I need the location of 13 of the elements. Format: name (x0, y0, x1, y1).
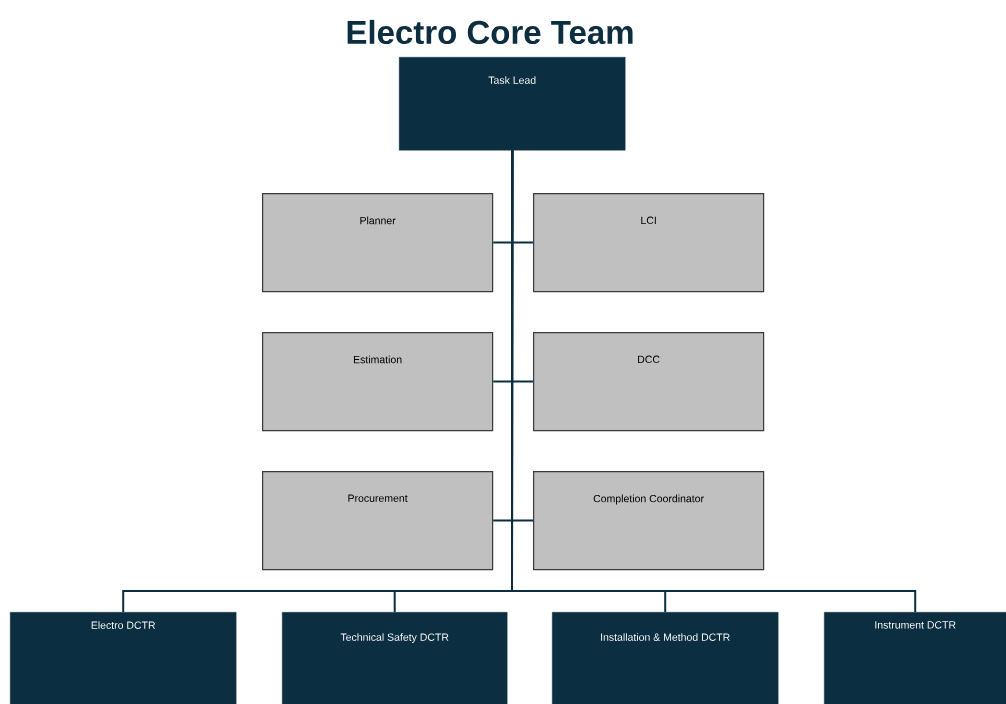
role-box: DCC (533, 332, 765, 432)
role-box: Task Lead (399, 57, 626, 151)
role-box: Installation & Method DCTR (552, 612, 779, 704)
role-box: Estimation (262, 332, 494, 432)
connector-line (511, 149, 917, 613)
title: Electro Core Team (347, 19, 633, 45)
role-box: Planner (262, 193, 494, 293)
role-box: Electro DCTR (10, 612, 237, 704)
role-box: Technical Safety DCTR (282, 612, 508, 704)
role-box: Instrument DCTR (824, 612, 1006, 704)
role-box: Procurement (262, 471, 494, 571)
role-box: Completion Coordinator (533, 471, 765, 571)
role-box: LCI (533, 193, 765, 293)
